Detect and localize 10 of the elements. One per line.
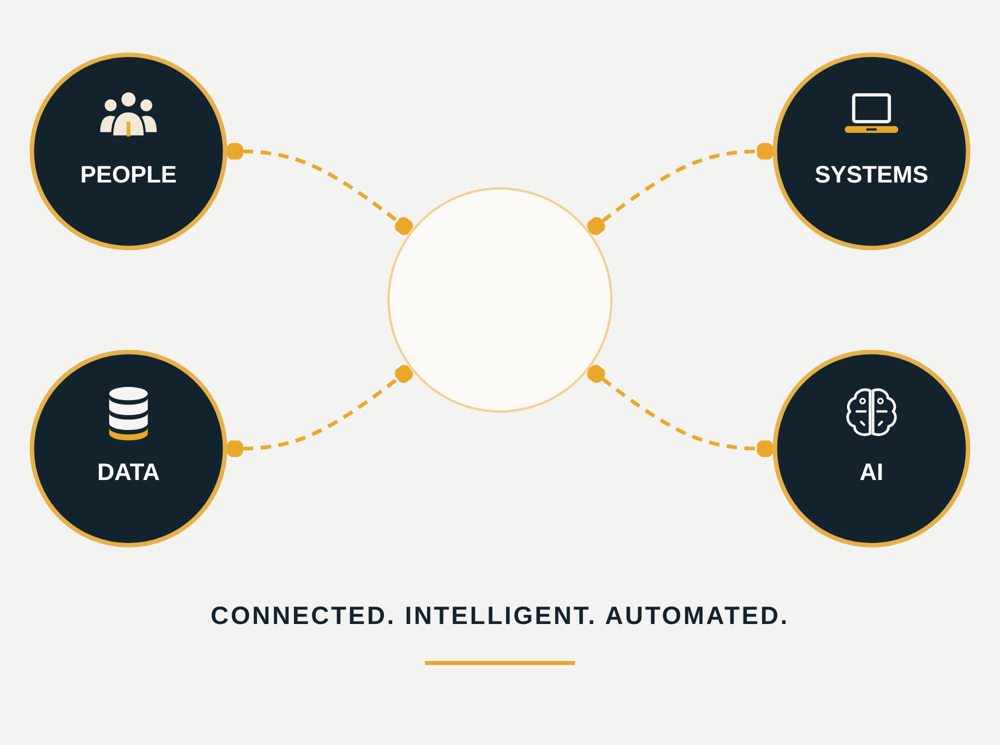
connector	[225, 364, 413, 458]
node-circle	[387, 187, 613, 413]
connector	[225, 142, 413, 236]
connector	[587, 142, 775, 236]
node-circle: SYSTEMS	[772, 52, 970, 250]
node-circle: PEOPLE	[30, 52, 228, 250]
connector	[587, 364, 775, 458]
node-circle: DATA	[30, 350, 228, 548]
caption: CONNECTED. INTELLIGENT. AUTOMATED.	[210, 602, 790, 631]
node-circle: AI	[772, 350, 970, 548]
